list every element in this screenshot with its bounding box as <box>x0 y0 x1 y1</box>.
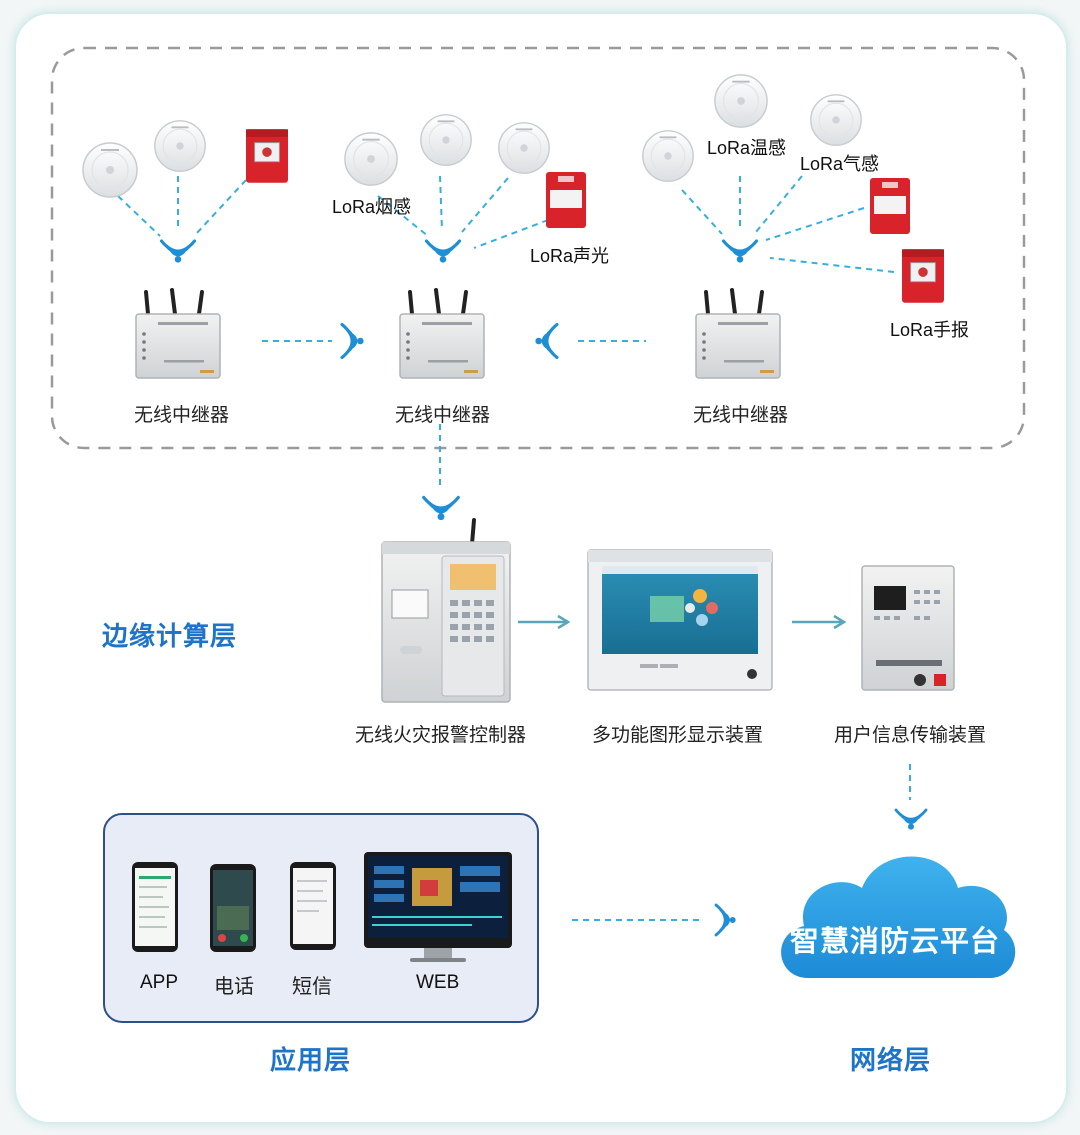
wireless-signal-icon <box>159 239 197 265</box>
temperature-detector-icon <box>714 74 768 128</box>
wireless-signal-icon <box>422 495 460 522</box>
label-lora-manual-alarm: LoRa手报 <box>890 320 970 340</box>
label-lora-temperature: LoRa温感 <box>707 138 787 158</box>
web-monitor-icon <box>364 852 512 962</box>
label-phone: 电话 <box>214 974 254 998</box>
smoke-detector-icon <box>344 132 398 186</box>
label-lora-gas: LoRa气感 <box>800 154 880 174</box>
manual-alarm-icon <box>902 248 944 304</box>
phone-call-icon <box>210 864 256 952</box>
sms-phone-icon <box>290 862 336 950</box>
layer-edge-computing: 边缘计算层 <box>102 622 238 652</box>
wireless-repeater-icon <box>694 288 782 380</box>
label-lora-sound-light: LoRa声光 <box>530 246 610 266</box>
label-repeater-right: 无线中继器 <box>693 404 789 426</box>
layer-application: 应用层 <box>270 1046 352 1076</box>
label-info-transmitter: 用户信息传输装置 <box>834 724 987 746</box>
layer-network: 网络层 <box>850 1046 932 1076</box>
wireless-signal-icon <box>714 903 738 937</box>
wireless-repeater-icon <box>134 288 222 380</box>
manual-alarm-icon <box>246 128 288 184</box>
cloud-platform-icon <box>781 856 1016 978</box>
graphic-display-icon <box>587 549 773 691</box>
smoke-detector-icon <box>498 122 550 174</box>
fire-alarm-controller-icon <box>381 518 511 703</box>
link-lines <box>117 175 911 921</box>
wireless-signal-icon <box>894 808 928 832</box>
app-phone-icon <box>132 862 178 952</box>
info-transmitter-icon <box>861 565 955 691</box>
wireless-repeater-icon <box>398 288 486 380</box>
wireless-signal-icon <box>533 322 559 360</box>
label-sms: 短信 <box>292 974 332 998</box>
flow-arrows <box>518 614 847 630</box>
label-app: APP <box>140 972 179 993</box>
smoke-detector-icon <box>82 142 138 198</box>
wireless-signal-icon <box>340 322 366 360</box>
cloud-platform-label: 智慧消防云平台 <box>790 924 1001 958</box>
wireless-signal-icon <box>721 239 759 265</box>
sound-light-alarm-icon <box>546 172 586 228</box>
smoke-detector-icon <box>154 120 206 172</box>
label-repeater-middle: 无线中继器 <box>395 404 491 426</box>
label-repeater-left: 无线中继器 <box>134 404 230 426</box>
label-fire-alarm-controller: 无线火灾报警控制器 <box>355 724 527 746</box>
gas-detector-icon <box>810 94 862 146</box>
temperature-detector-icon <box>420 114 472 166</box>
sound-light-alarm-icon <box>870 178 910 234</box>
label-lora-smoke: LoRa烟感 <box>332 197 412 217</box>
label-graphic-display: 多功能图形显示装置 <box>592 724 764 746</box>
label-web: WEB <box>416 972 460 993</box>
wireless-signal-icon <box>424 239 462 265</box>
smoke-detector-icon <box>642 130 694 182</box>
